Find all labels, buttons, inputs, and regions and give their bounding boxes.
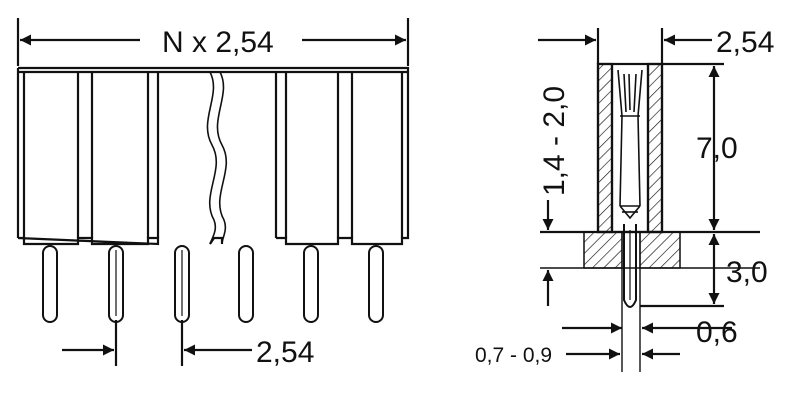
hole-diameter-label: 0,7 - 0,9 xyxy=(475,344,552,367)
contact-spring xyxy=(617,69,643,220)
pin-6 xyxy=(368,245,384,323)
pin-length-dimension xyxy=(640,234,724,308)
overall-width-dimension xyxy=(16,18,410,66)
pin-1 xyxy=(42,245,58,323)
tail-pin xyxy=(621,224,641,372)
overall-width-label: N x 2,54 xyxy=(162,26,274,59)
pin-diameter-label: 0,6 xyxy=(696,316,738,349)
pitch-label: 2,54 xyxy=(256,336,314,369)
insertion-depth-label: 1,4 - 2,0 xyxy=(538,86,571,196)
side-width-dimension xyxy=(538,28,712,64)
body-height-label: 7,0 xyxy=(696,132,738,165)
body-height-dimension xyxy=(662,62,724,230)
side-width-label: 2,54 xyxy=(716,26,774,59)
pin-4 xyxy=(238,245,254,323)
pin-length-label: 3,0 xyxy=(726,256,768,289)
pcb xyxy=(540,230,760,269)
pin-5 xyxy=(303,245,319,323)
pins xyxy=(42,245,384,323)
side-view xyxy=(538,28,760,372)
front-view xyxy=(16,18,410,366)
pitch-dimension xyxy=(62,320,252,366)
break-lines xyxy=(206,71,228,245)
cavity-walls xyxy=(76,72,354,238)
